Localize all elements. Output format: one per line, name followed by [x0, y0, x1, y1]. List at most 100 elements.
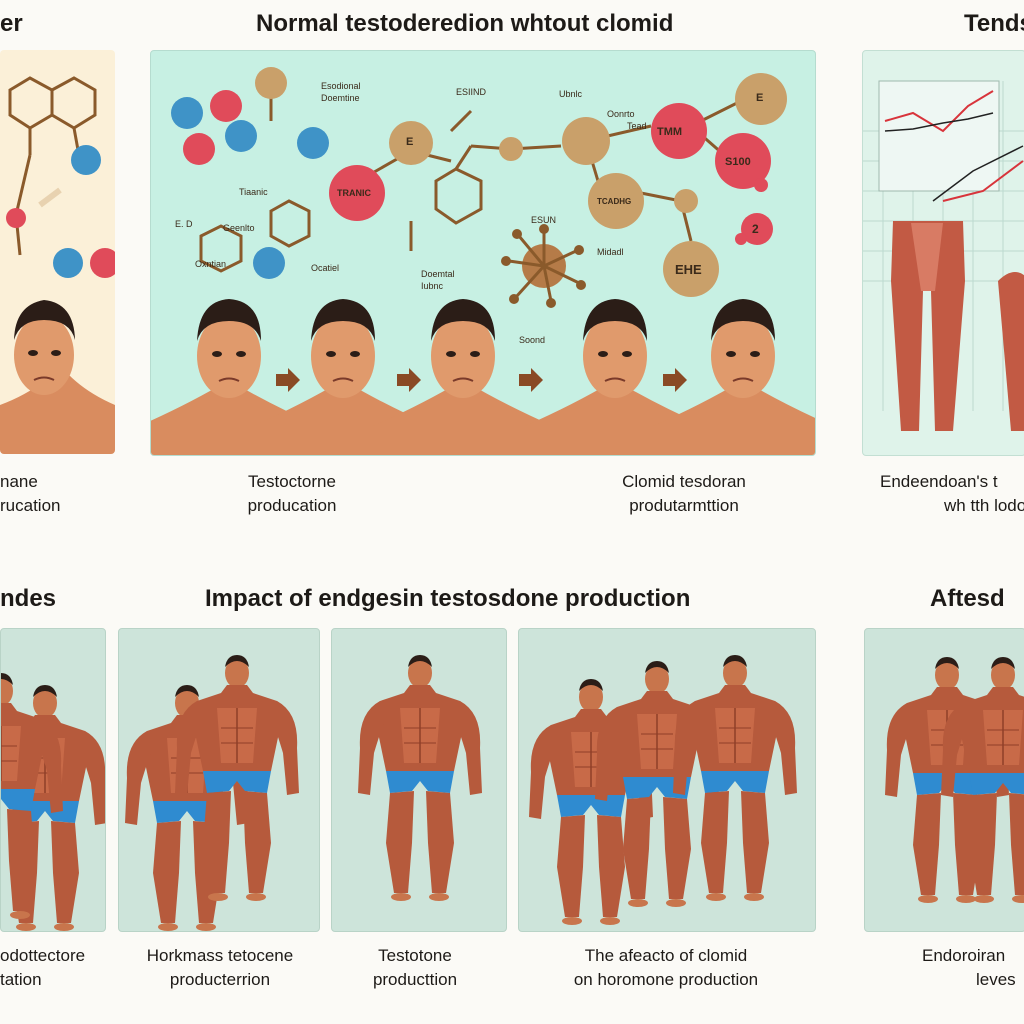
hormone-molecule-diagram [171, 67, 787, 308]
molecule-label: Ubnlc [559, 89, 583, 99]
red-atom-tranic [329, 165, 385, 221]
red-atom [90, 248, 115, 278]
top-center-panel: TRANIC E TMM E S100 TCADHG EHE 2 Esodion… [150, 50, 816, 456]
bottom-panel-1 [0, 628, 106, 932]
caption-line: producttion [372, 970, 458, 989]
molecule-label: Oonrto [607, 109, 635, 119]
molecule-label: Esodional [321, 81, 361, 91]
bottom-panel-5 [864, 628, 1024, 932]
caption-line: Clomid tesdoran [622, 472, 746, 491]
red-atom [183, 133, 215, 165]
caption-line: The afeacto of clomid [584, 946, 748, 965]
caption-top-left: nane rucation [0, 470, 60, 518]
gold-atom-ehe [663, 241, 719, 297]
ball-label-e: E [406, 136, 414, 148]
molecule-label: Midadl [597, 247, 624, 257]
middle-right-heading: Aftesd [930, 585, 1005, 612]
top-center-heading: Normal testoderedion whtout clomid [256, 10, 674, 37]
red-atom [754, 178, 768, 192]
caption-bottom-4: The afeacto of clomid on horomone produc… [548, 944, 784, 992]
caption-bottom-5: Endoroiran leves [922, 944, 1016, 992]
hexagon-molecule-diagram [6, 76, 115, 278]
spiky-molecule-icon [501, 224, 586, 308]
gold-atom-e2 [735, 73, 787, 125]
bodybuilders-illustration [884, 656, 1024, 904]
ball-label-tranic: TRANIC [337, 188, 371, 198]
caption-line: on horomone production [573, 970, 759, 989]
gold-atom [674, 189, 698, 213]
blue-atom [253, 247, 285, 279]
red-atom-2 [741, 213, 773, 245]
bodybuilders-illustration [1, 672, 105, 931]
molecule-label: Iubnc [421, 281, 444, 291]
blue-atom [225, 120, 257, 152]
molecule-label: Soond [519, 335, 546, 345]
ball-label-ehe: EHE [675, 262, 702, 277]
caption-top-middle-right: Clomid tesdoran produtarmttion [594, 470, 774, 518]
molecule-label: ESUN [531, 215, 557, 225]
molecule-label: E. D [175, 219, 193, 229]
gold-atom-tcadhg [588, 173, 644, 229]
man-face-illustration [0, 300, 115, 454]
molecule-label: Doemtal [421, 269, 455, 279]
bottom-panel-3 [331, 628, 507, 932]
caption-line: Testotone [378, 946, 452, 965]
blue-atom [297, 127, 329, 159]
faces-sequence-illustration [151, 298, 815, 455]
bodybuilder-illustration [357, 654, 483, 902]
blue-atom [71, 145, 101, 175]
ball-label-e2: E [756, 92, 764, 104]
ball-label-tcadhg: TCADHG [597, 197, 632, 206]
ball-label-2: 2 [752, 222, 759, 236]
molecule-label: Ocatiel [311, 263, 340, 273]
blue-atom [171, 97, 203, 129]
gold-atom [562, 117, 610, 165]
caption-line: tation [0, 970, 42, 989]
top-left-heading: er [0, 10, 23, 37]
caption-top-middle-left: Testoctorne producation [222, 470, 362, 518]
top-left-panel [0, 50, 115, 454]
caption-line: produtarmttion [629, 496, 739, 515]
molecule-label: Doemtine [321, 93, 360, 103]
ball-label-tmm: TMM [657, 126, 683, 138]
gold-atom-e [389, 121, 433, 165]
caption-line: Testoctorne [248, 472, 336, 491]
caption-bottom-1: odottectore tation [0, 944, 85, 992]
blue-atom [53, 248, 83, 278]
caption-line: Endeendoan's t [880, 472, 998, 491]
caption-line: nane [0, 472, 38, 491]
molecule-label: Oxntian [195, 259, 227, 269]
arrow-icon [397, 368, 421, 392]
caption-bottom-3: Testotone producttion [350, 944, 480, 992]
caption-line: rucation [0, 496, 61, 515]
molecule-label: Tead [627, 121, 647, 131]
middle-left-heading: ndes [0, 585, 57, 612]
red-atom [735, 233, 747, 245]
caption-line: Horkmass tetocene [146, 946, 294, 965]
bottom-panel-2 [118, 628, 320, 932]
caption-line: odottectore [0, 946, 86, 965]
arrow-icon [663, 368, 687, 392]
red-atom-s100 [715, 133, 771, 189]
caption-line: producterrion [169, 970, 271, 989]
arrow-icon [276, 368, 300, 392]
arrow-icon [519, 368, 543, 392]
gold-atom [499, 137, 523, 161]
growth-chart-illustration [863, 80, 1024, 431]
top-right-heading: Tends [964, 10, 1024, 37]
caption-line: leves [976, 970, 1016, 989]
ball-label-s100: S100 [725, 156, 751, 168]
molecule-label: Geenlto [223, 223, 255, 233]
caption-line: Endoroiran [922, 946, 1006, 965]
top-right-panel [862, 50, 1024, 456]
molecule-label: ESIIND [456, 87, 487, 97]
bodybuilders-illustration [528, 654, 798, 926]
red-atom [210, 90, 242, 122]
caption-line: wh tth lodot [944, 496, 1024, 515]
red-atom-tmm [651, 103, 707, 159]
gold-atom [255, 67, 287, 99]
red-atom [6, 208, 26, 228]
caption-line: producation [247, 496, 337, 515]
molecule-label: Tiaanic [239, 187, 268, 197]
caption-bottom-2: Horkmass tetocene producterrion [130, 944, 310, 992]
